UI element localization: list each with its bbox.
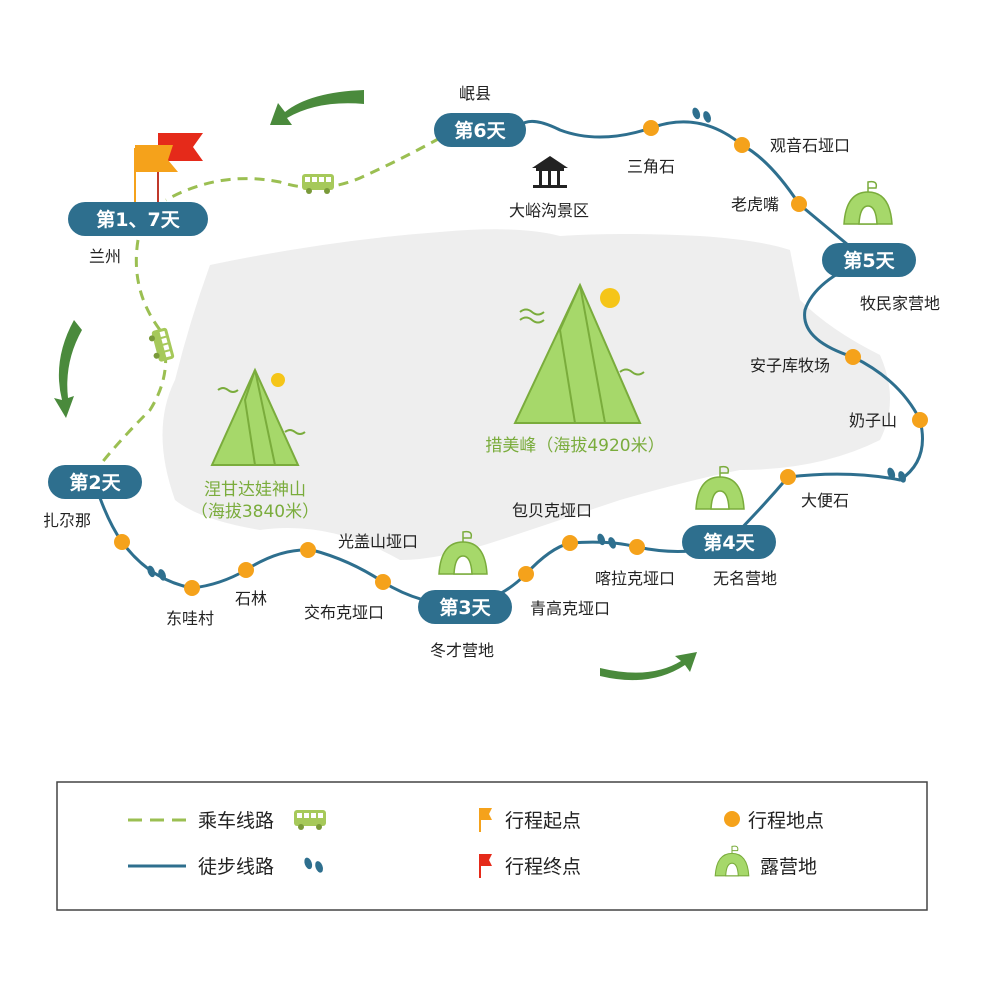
place-label: 光盖山垭口	[338, 532, 418, 551]
mountain-icon-small	[210, 367, 306, 466]
legend-label: 行程起点	[505, 810, 581, 832]
place-label: 奶子山	[849, 411, 897, 430]
place-label: 扎尕那	[43, 511, 91, 530]
direction-arrow-left	[54, 320, 82, 418]
mountain-icon-big	[513, 282, 645, 424]
temple-icon	[532, 156, 568, 188]
legend-label: 徒步线路	[198, 856, 274, 878]
place-label: 交布克垭口	[304, 603, 384, 622]
place-dot	[912, 412, 928, 428]
start-flag-icon	[479, 808, 492, 832]
place-label: 包贝克垭口	[512, 501, 592, 520]
place-label: 岷县	[459, 84, 491, 103]
place-label: 大峪沟景区	[509, 201, 589, 220]
place-label: 冬才营地	[430, 641, 494, 660]
place-dot	[780, 469, 796, 485]
day-badge-label: 第4天	[703, 531, 755, 554]
land-area	[162, 229, 890, 560]
place-dot	[114, 534, 130, 550]
mountain-label: （海拔3840米）	[191, 502, 319, 522]
legend: 乘车线路 徒步线路 行程起点 行程终点 行程地点 露营地	[56, 781, 928, 911]
place-dot	[562, 535, 578, 551]
end-flag-icon	[479, 854, 492, 878]
place-dot	[518, 566, 534, 582]
direction-arrow-top	[270, 90, 364, 125]
walking-route	[98, 119, 924, 608]
tent-icon	[843, 180, 893, 225]
bus-icon	[147, 327, 175, 364]
place-label: 牧民家营地	[860, 294, 940, 313]
day-badge-6: 第6天	[434, 113, 526, 147]
bus-icon	[302, 174, 334, 194]
legend-label: 行程终点	[505, 856, 581, 878]
place-label: 安子库牧场	[750, 356, 830, 375]
day-badge-2: 第2天	[48, 465, 142, 499]
place-dot	[375, 574, 391, 590]
place-dot	[791, 196, 807, 212]
day-badge-label: 第5天	[843, 249, 895, 272]
legend-label: 乘车线路	[198, 810, 274, 832]
legend-label: 行程地点	[748, 810, 824, 832]
place-label: 老虎嘴	[731, 195, 779, 214]
place-dot	[845, 349, 861, 365]
place-dot-icon	[724, 811, 740, 827]
mountain-label: 措美峰（海拔4920米）	[485, 436, 664, 456]
start-end-flags	[134, 133, 203, 205]
mountain-label: 涅甘达娃神山	[204, 480, 306, 500]
place-label: 三角石	[627, 157, 675, 176]
place-label: 大便石	[801, 491, 849, 510]
bus-route	[98, 239, 168, 466]
direction-arrow-bottom	[600, 652, 697, 681]
day-badge-label: 第3天	[439, 596, 491, 619]
day-badge-label: 第2天	[69, 471, 121, 494]
day-badge-1-7: 第1、7天	[68, 202, 208, 236]
footprint-icon	[885, 466, 908, 484]
day-badge-label: 第6天	[454, 119, 506, 142]
place-label: 青高克垭口	[530, 599, 610, 618]
place-dot	[734, 137, 750, 153]
place-label: 观音石垭口	[770, 136, 850, 155]
place-label: 东哇村	[166, 609, 214, 628]
bus-route	[165, 136, 441, 202]
place-dot	[629, 539, 645, 555]
day-badge-label: 第1、7天	[96, 208, 180, 231]
day-badge-4: 第4天	[682, 525, 776, 559]
place-dot	[643, 120, 659, 136]
place-dot	[238, 562, 254, 578]
day-badge-5: 第5天	[822, 243, 916, 277]
place-dot	[300, 542, 316, 558]
place-label: 无名营地	[713, 569, 777, 588]
day-badge-3: 第3天	[418, 590, 512, 624]
legend-label: 露营地	[760, 856, 817, 878]
place-dot	[184, 580, 200, 596]
place-label: 兰州	[89, 247, 121, 266]
place-label: 喀拉克垭口	[595, 569, 675, 588]
place-label: 石林	[235, 589, 267, 608]
